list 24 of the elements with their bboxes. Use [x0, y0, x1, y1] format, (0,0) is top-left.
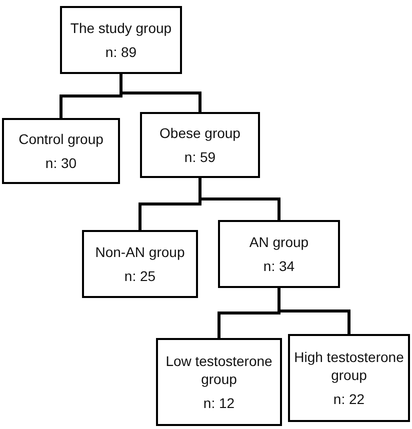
connector-line	[198, 178, 280, 220]
group-box	[82, 230, 198, 298]
group-name: Obese group	[160, 124, 240, 142]
connector-line	[278, 288, 350, 334]
group-box	[2, 118, 120, 184]
group-name: High testosterone group	[293, 348, 405, 384]
sample-size: n: 59	[184, 148, 216, 166]
sample-size: n: 34	[263, 257, 295, 276]
sample-size: n: 25	[124, 267, 156, 286]
group-name: AN group	[249, 232, 309, 251]
group-name: Control group	[18, 130, 104, 148]
group-box	[288, 334, 410, 422]
group-name: Non-AN group	[95, 242, 185, 261]
sample-size: n: 22	[333, 390, 365, 408]
group-box	[156, 338, 282, 426]
sample-size: n: 30	[45, 154, 77, 172]
group-name: Low testosterone group	[164, 352, 274, 388]
group-box	[218, 220, 340, 288]
group-box	[140, 112, 260, 178]
sample-size: n: 12	[203, 394, 235, 412]
sample-size: n: 89	[105, 43, 137, 62]
group-name: The study group	[70, 18, 172, 37]
group-box	[60, 6, 182, 74]
connector-line	[120, 74, 202, 112]
